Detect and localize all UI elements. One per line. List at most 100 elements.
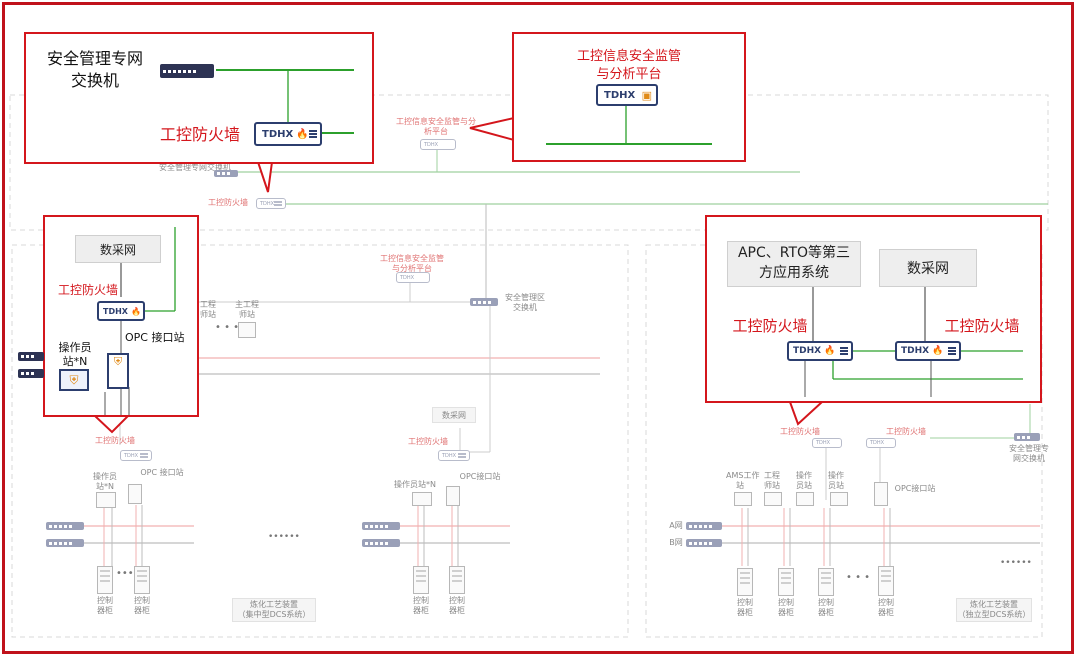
callout-1-firewall-label: 工控防火墙	[159, 125, 240, 144]
operator-station-icon-right-2	[830, 492, 848, 506]
callout-platform: 工控信息安全监管 与分析平台 TDHX▣	[512, 32, 746, 162]
operator-station-label-1: 操作员 站*N	[93, 472, 117, 491]
operator-station-icon-1	[96, 492, 116, 508]
callout-3-opc-label: OPC 接口站	[125, 331, 185, 344]
cabinet-label-r3: 控制 器柜	[818, 598, 834, 617]
cabinet-label-r4: 控制 器柜	[878, 598, 894, 617]
cabinet-label-3: 控制 器柜	[413, 596, 429, 615]
switch-b-left-1	[46, 539, 84, 547]
controller-cabinet-r1	[737, 568, 753, 596]
operator-station-icon-2	[412, 492, 432, 506]
cabinet-dots-right: • • •	[846, 572, 871, 583]
opc-station-label-2: OPC接口站	[459, 472, 501, 481]
controller-cabinet-4	[449, 566, 465, 594]
net-b-label: B网	[669, 538, 683, 547]
firewall-icon-right-2: TDHX	[866, 438, 896, 448]
platform-label-top: 工控信息安全监管与分析平台	[396, 117, 476, 136]
cabinet-label-1: 控制 器柜	[97, 596, 113, 615]
controller-cabinet-2	[134, 566, 150, 594]
main-engineer-station-icon	[238, 322, 256, 338]
switch-a-right	[686, 522, 722, 530]
data-net-box-right: 数采网	[879, 249, 977, 287]
ams-station-label: AMS工作 站	[726, 471, 760, 490]
opc-server-icon: ⛨	[107, 353, 129, 389]
switch-a-left-2	[362, 522, 400, 530]
operator-station-shield-icon: ⛨	[59, 369, 89, 391]
firewall-label-left-2: 工控防火墙	[408, 437, 448, 446]
operator-station-icon-right-1	[796, 492, 814, 506]
ams-station-icon	[734, 492, 752, 506]
data-net-box: 数采网	[75, 235, 161, 263]
operator-station-label-2: 操作员站*N	[394, 480, 436, 489]
section-caption-left: 炼化工艺装置 （集中型DCS系统）	[232, 598, 316, 622]
mgmt-switch-icon	[214, 170, 238, 177]
firewall-label-right-1: 工控防火墙	[780, 427, 820, 436]
section-caption-right: 炼化工艺装置 （独立型DCS系统）	[956, 598, 1032, 622]
callout-4-firewall-label-a: 工控防火墙	[732, 317, 808, 335]
engineer-station-icon-right	[764, 492, 782, 506]
cabinet-label-r1: 控制 器柜	[737, 598, 753, 617]
engineer-station-label: 工程 师站	[200, 300, 216, 319]
flame-icon-2: 🔥	[130, 306, 141, 316]
switch-a-left-1	[46, 522, 84, 530]
mgmt-switch-label-right: 安全管理专 网交换机	[1009, 444, 1049, 463]
firewall-icon-large-1: TDHX🔥	[254, 122, 322, 146]
firewall-icon-large-4: TDHX🔥	[895, 341, 961, 361]
callout-1-switch-label: 安全管理专网 交换机	[46, 49, 143, 91]
firewall-icon-large-2: TDHX🔥	[97, 301, 145, 321]
controller-cabinet-r2	[778, 568, 794, 596]
firewall-label-right-2: 工控防火墙	[886, 427, 926, 436]
switch-b-left-2	[362, 539, 400, 547]
net-a-label: A网	[669, 521, 683, 530]
firewall-icon-right-1: TDHX	[812, 438, 842, 448]
section-dots-right: ••••••	[1000, 558, 1032, 568]
opc-station-icon-right	[874, 482, 888, 506]
cabinet-label-r2: 控制 器柜	[778, 598, 794, 617]
platform-label-left: 工控信息安全监管 与分析平台	[380, 254, 444, 273]
firewall-label-left-1: 工控防火墙	[95, 436, 135, 445]
flame-icon-4: 🔥	[932, 346, 944, 356]
firewall-icon-large-3: TDHX🔥	[787, 341, 853, 361]
operator-station-label-right-1: 操作 员站	[796, 471, 812, 490]
cabinet-label-4: 控制 器柜	[449, 596, 465, 615]
platform-icon-large: TDHX▣	[596, 84, 658, 106]
firewall-label-top: 工控防火墙	[208, 198, 248, 207]
platform-icon-left: TDHX	[396, 272, 430, 283]
mgmt-switch-icon-right	[1014, 433, 1040, 441]
mgmt-area-switch-label: 安全管理区 交换机	[505, 293, 545, 312]
data-net-box-left: 数采网	[432, 407, 476, 423]
ellipsis-dots: • • •	[215, 322, 240, 333]
opc-station-icon-1	[128, 484, 142, 504]
third-party-system-box: APC、RTO等第三 方应用系统	[727, 241, 861, 287]
main-engineer-station-label: 主工程 师站	[235, 300, 259, 319]
controller-cabinet-r4	[878, 566, 894, 596]
firewall-icon-left-1: TDHX	[120, 450, 152, 461]
section-dots-left: ••••••	[268, 532, 300, 542]
operator-station-label-right-2: 操作 员站	[828, 471, 844, 490]
callout-2-platform-label: 工控信息安全监管 与分析平台	[576, 49, 681, 82]
callout-3-firewall-label: 工控防火墙	[57, 283, 118, 297]
controller-cabinet-1	[97, 566, 113, 594]
callout-4-firewall-label-b: 工控防火墙	[944, 317, 1020, 335]
switch-b-callout	[18, 369, 44, 378]
opc-station-label-1: OPC 接口站	[140, 468, 184, 477]
controller-cabinet-3	[413, 566, 429, 594]
monitor-icon: ▣	[641, 88, 652, 102]
cabinet-label-2: 控制 器柜	[134, 596, 150, 615]
mgmt-switch-label: 安全管理专网交换机	[159, 163, 231, 172]
controller-cabinet-r3	[818, 568, 834, 596]
flame-icon: 🔥	[296, 128, 309, 140]
callout-third-party: APC、RTO等第三 方应用系统 数采网 工控防火墙 工控防火墙 TDHX🔥 T…	[705, 215, 1042, 403]
cabinet-dots-1: •••	[116, 568, 134, 579]
flame-icon-3: 🔥	[824, 346, 836, 356]
firewall-icon-left-2: TDHX	[438, 450, 470, 461]
callout-switch-firewall: 安全管理专网 交换机 工控防火墙 TDHX🔥	[24, 32, 374, 164]
mgmt-area-switch-icon	[470, 298, 498, 306]
opc-station-label-right: OPC接口站	[894, 484, 936, 493]
callout-3-operator-label: 操作员 站*N	[58, 341, 92, 368]
platform-icon-top: TDHX	[420, 139, 456, 150]
mgmt-switch-icon-large	[160, 64, 214, 78]
switch-b-right	[686, 539, 722, 547]
engineer-station-label-right: 工程 师站	[764, 471, 780, 490]
